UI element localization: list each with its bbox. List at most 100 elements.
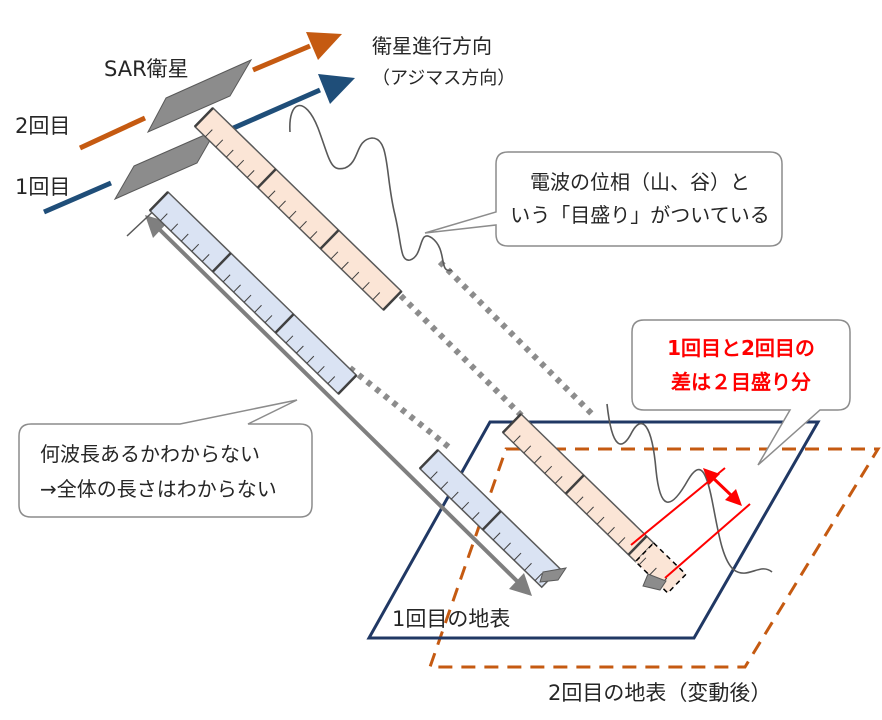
label-direction-line1: 衛星進行方向: [372, 34, 492, 58]
wavelength-tick: [501, 413, 522, 434]
phase-tick: [233, 284, 241, 293]
phase-tick: [440, 481, 449, 490]
callout-phase: 電波の位相（山、谷）と いう「目盛り」がついている: [424, 151, 783, 247]
phase-tick: [461, 501, 470, 510]
phase-tick: [471, 512, 480, 520]
radar-path-dotted-pass2b: [437, 259, 596, 418]
phase-tick: [638, 557, 647, 566]
diff-line-2: [664, 503, 751, 579]
label-surface1: 1回目の地表: [392, 607, 510, 631]
diff-arrow-head-b: [725, 489, 742, 506]
phase-tick: [180, 233, 189, 242]
label-pass1: 1回目: [15, 175, 70, 199]
orbit-arrow-pass1-head: [318, 74, 355, 104]
phase-tick: [288, 210, 297, 219]
phase-tick: [524, 562, 532, 571]
phase-wave-top: [289, 104, 453, 272]
beam-pass1-upper: [148, 190, 358, 396]
wavelength-tick: [148, 191, 169, 212]
phase-tick: [316, 365, 325, 374]
phase-tick: [534, 573, 543, 581]
phase-tick: [170, 223, 179, 232]
phase-tick: [523, 445, 532, 454]
beam-pass2-upper: [193, 106, 403, 312]
ground-surface-1: [366, 420, 821, 640]
wavelength-tick: [337, 374, 358, 395]
phase-tick: [296, 345, 304, 354]
phase-tick: [159, 213, 168, 222]
orbit-arrow-pass2: [78, 115, 147, 151]
label-direction-line2: （アジマス方向）: [372, 68, 515, 89]
callout-unknown-line2: →全体の長さはわからない: [40, 477, 277, 501]
phase-tick: [264, 315, 273, 323]
ground-surface-2-dashed: [427, 447, 881, 669]
phase-tick: [191, 243, 200, 252]
phase-tick: [429, 471, 438, 480]
label-surface2: 2回目の地表（変動後）: [548, 681, 771, 705]
phase-tick: [278, 200, 286, 209]
callout-unknown-length: 何波長あるかわからない →全体の長さはわからない: [18, 399, 313, 518]
satellite-pass1: [113, 128, 218, 201]
phase-tick: [215, 139, 224, 148]
phase-tick: [372, 292, 381, 301]
phase-tick: [201, 254, 210, 262]
phase-tick: [586, 506, 594, 515]
callout-phase-line1: 電波の位相（山、谷）と: [530, 170, 750, 194]
diff-arrow: [710, 475, 735, 499]
total-length-arrow: [156, 226, 522, 586]
label-sar-satellite: SAR衛星: [104, 57, 189, 81]
phase-tick: [607, 526, 615, 535]
orbit-arrow-pass1: [43, 180, 112, 215]
orbit-arrow-pass2: [252, 43, 311, 73]
phase-tick: [306, 355, 315, 364]
callout-diff-line2: 差は２目盛り分: [671, 370, 811, 394]
wavelength-tick: [211, 252, 232, 273]
phase-tick: [512, 435, 521, 444]
phase-tick: [361, 281, 370, 290]
phase-tick: [596, 516, 605, 525]
radar-path-dotted-pass1: [348, 365, 452, 451]
beam-pass1-lower: [418, 448, 561, 589]
wavelength-tick: [193, 107, 214, 128]
phase-tick: [225, 149, 234, 158]
callout-diff-line1: 1回目と2回目の: [667, 336, 815, 360]
phase-wave-bottom: [606, 403, 773, 574]
phase-tick: [450, 491, 459, 500]
callout-difference: 1回目と2回目の 差は２目盛り分: [631, 319, 851, 466]
phase-tick: [236, 159, 245, 168]
phase-tick: [649, 567, 657, 576]
ground-marker-1: [539, 567, 568, 583]
phase-tick: [222, 274, 231, 283]
phase-tick: [554, 476, 563, 484]
phase-tick: [243, 294, 252, 303]
label-pass2: 2回目: [15, 114, 70, 138]
phase-tick: [351, 271, 360, 280]
phase-tick: [544, 465, 553, 474]
wavelength-tick: [627, 535, 648, 556]
phase-tick: [513, 552, 522, 561]
phase-tick: [341, 261, 349, 270]
wavelength-tick: [418, 449, 439, 470]
wavelength-tick: [481, 510, 502, 531]
wavelength-tick: [319, 229, 340, 250]
wavelength-tick: [564, 474, 585, 495]
phase-tick: [617, 537, 626, 545]
phase-tick: [254, 304, 262, 313]
phase-tick: [575, 496, 584, 505]
wavelength-tick: [274, 313, 295, 334]
phase-tick: [492, 532, 501, 541]
phase-tick: [503, 542, 511, 551]
wavelength-tick: [256, 168, 277, 189]
satellite-pass2: [146, 58, 253, 134]
phase-tick: [285, 335, 294, 344]
radar-path-dotted-pass2: [390, 285, 526, 420]
diff-arrow-head-a: [703, 468, 720, 485]
wavelength-tick: [382, 290, 403, 311]
phase-tick: [299, 220, 307, 229]
beam-pass2-lower: [501, 412, 687, 595]
phase-tick: [533, 455, 542, 464]
phase-tick: [267, 190, 276, 199]
phase-tick: [246, 170, 255, 178]
phase-tick: [309, 231, 318, 239]
phase-tick: [327, 376, 336, 385]
